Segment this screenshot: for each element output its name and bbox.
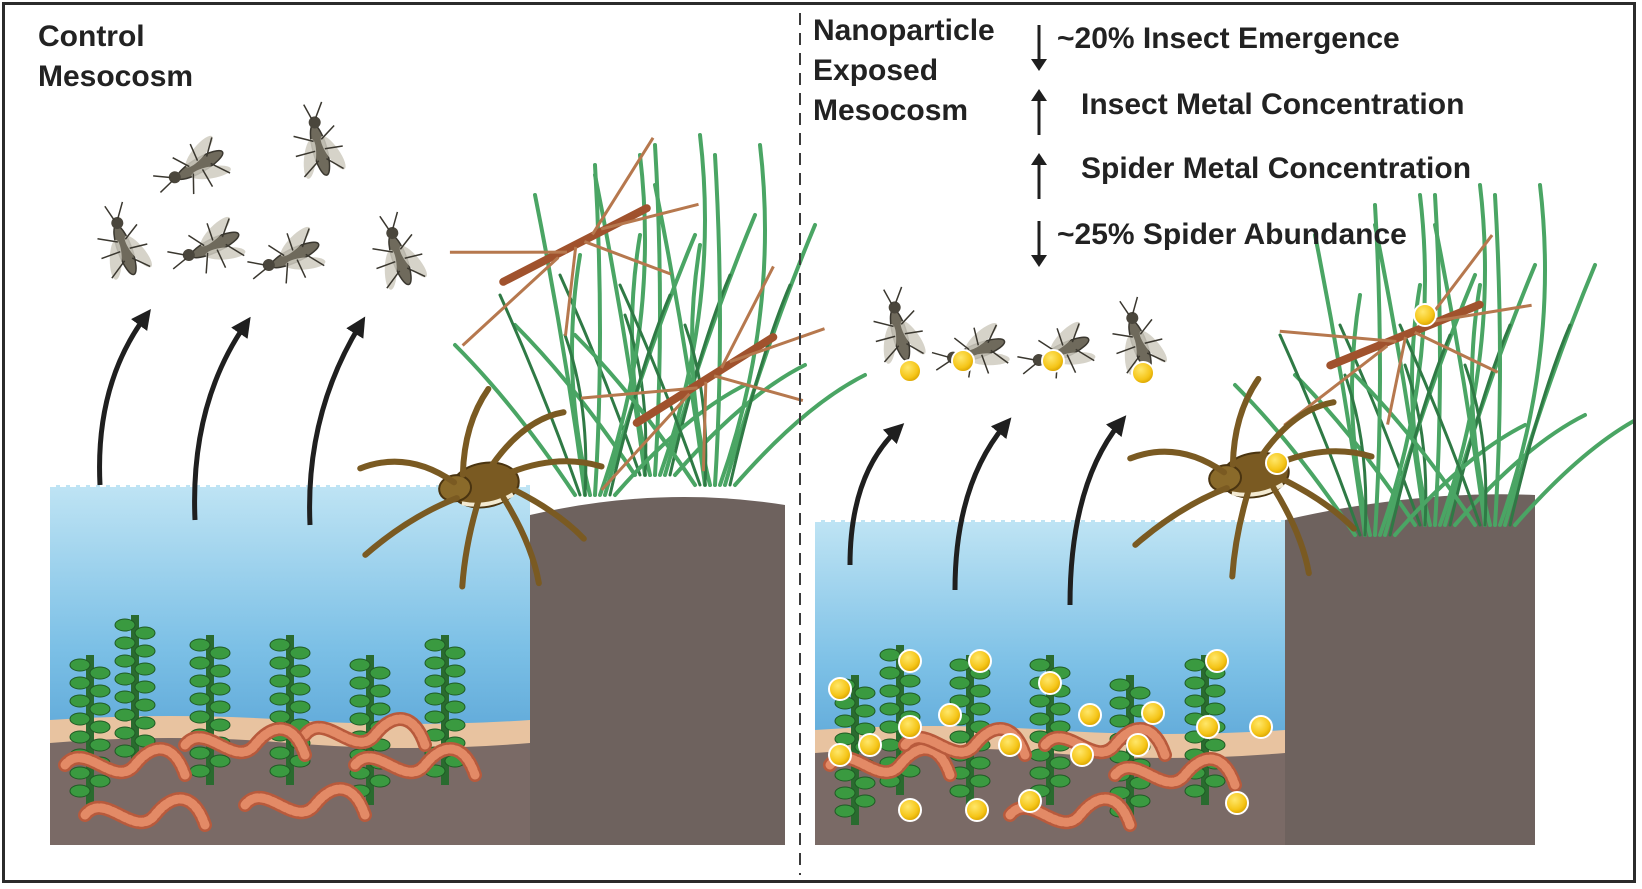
effect-label: Spider Metal Concentration [1081, 152, 1472, 185]
control-panel-title: Control Mesocosm [38, 20, 194, 93]
nanoparticle [1196, 715, 1220, 739]
emergence-arrow-1 [97, 308, 151, 486]
nanoparticle [1070, 743, 1094, 767]
nanoparticle [1078, 703, 1102, 727]
up-arrow-icon [1031, 89, 1047, 135]
nanoparticle [998, 733, 1022, 757]
emergence-arrow-4 [847, 423, 905, 566]
down-arrow-icon [1031, 221, 1047, 267]
nanoparticle [1131, 361, 1155, 385]
nanoparticle [965, 798, 989, 822]
mesocosm-scene [50, 13, 1633, 875]
effect-spider-abundance: ~25% Spider Abundance [1025, 209, 1545, 273]
emergence-arrow-5 [952, 417, 1012, 591]
nanoparticle [1018, 789, 1042, 813]
nanoparticle [1038, 671, 1062, 695]
exposed-emergence-arrows [847, 415, 1127, 606]
nanoparticle [968, 649, 992, 673]
nanoparticle [1141, 701, 1165, 725]
control-bank [530, 497, 785, 845]
nanoparticle [898, 359, 922, 383]
control-emergence-arrows [97, 308, 366, 526]
control-grass [453, 133, 867, 497]
control-panel [50, 96, 867, 845]
effect-label: ~25% Spider Abundance [1057, 218, 1407, 251]
nanoparticle [1205, 649, 1229, 673]
exposed-panel [815, 183, 1633, 845]
emergence-arrow-3 [307, 316, 366, 526]
exposed-panel-title: Nanoparticle Exposed Mesocosm [813, 14, 995, 127]
nanoparticle [938, 703, 962, 727]
nanoparticle [898, 715, 922, 739]
nanoparticle [828, 743, 852, 767]
effect-insect-emergence: ~20% Insect Emergence [1025, 13, 1545, 77]
nanoparticle [1225, 791, 1249, 815]
nanoparticle [828, 677, 852, 701]
nanoparticle [898, 649, 922, 673]
nanoparticle [1126, 733, 1150, 757]
nanoparticle [1249, 715, 1273, 739]
nanoparticle [1265, 451, 1289, 475]
nanoparticle [898, 798, 922, 822]
effect-spider-metal: Spider Metal Concentration [1025, 143, 1545, 207]
nanoparticles [828, 303, 1437, 822]
exposed-bank [1285, 494, 1535, 845]
nanoparticle [858, 733, 882, 757]
control-soil [50, 738, 530, 845]
effect-insect-metal: Insect Metal Concentration [1025, 79, 1545, 143]
control-insects [84, 96, 433, 299]
effect-label: ~20% Insect Emergence [1057, 22, 1400, 55]
down-arrow-icon [1031, 25, 1047, 71]
emergence-arrow-2 [192, 316, 251, 521]
nanoparticle [951, 349, 975, 373]
up-arrow-icon [1031, 153, 1047, 199]
emergence-arrow-6 [1067, 415, 1127, 606]
nanoparticle [1041, 349, 1065, 373]
nanoparticle [1413, 303, 1437, 327]
effect-label: Insect Metal Concentration [1081, 88, 1465, 121]
